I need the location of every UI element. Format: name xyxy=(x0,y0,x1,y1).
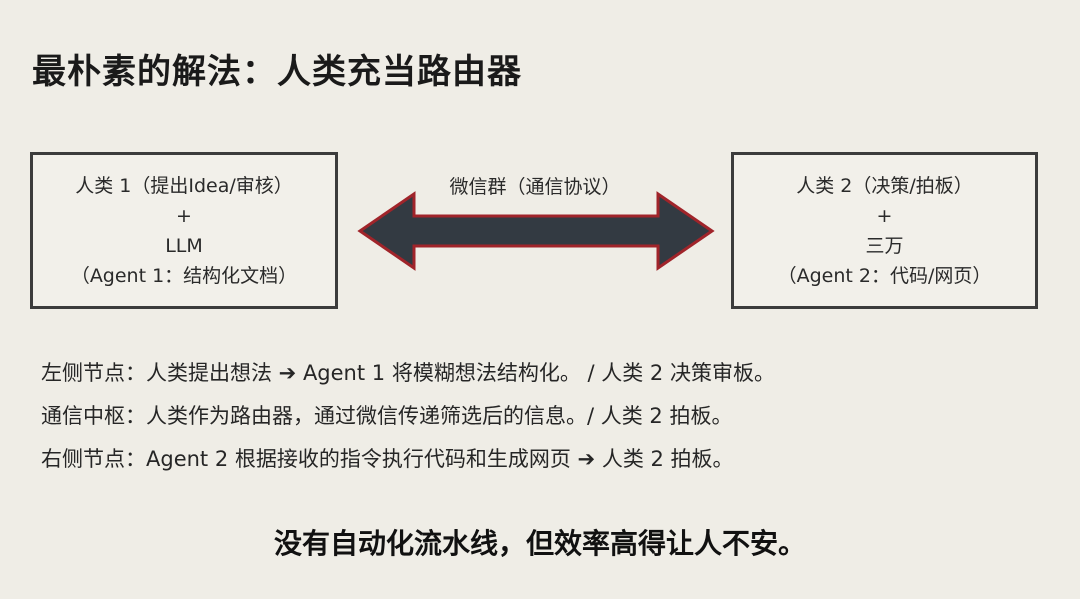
right-node-line-1: 人类 2（决策/拍板） xyxy=(796,174,973,197)
left-node-line-3: LLM xyxy=(165,234,203,257)
left-node-plus: + xyxy=(176,204,192,227)
bullet-list: 左侧节点：人类提出想法 ➔ Agent 1 将模糊想法结构化。 / 人类 2 决… xyxy=(41,352,1051,481)
right-node-line-4: （Agent 2：代码/网页） xyxy=(777,264,992,287)
slide-title: 最朴素的解法：人类充当路由器 xyxy=(32,52,522,92)
left-node-line-4: （Agent 1：结构化文档） xyxy=(70,264,298,287)
right-node-plus: + xyxy=(876,204,893,227)
bullet-communication-hub: 通信中枢：人类作为路由器，通过微信传递筛选后的信息。/ 人类 2 拍板。 xyxy=(41,404,733,428)
edge-label: 微信群（通信协议） xyxy=(449,176,621,198)
left-node-box: 人类 1（提出Idea/审核） + LLM （Agent 1：结构化文档） xyxy=(30,152,338,309)
bullet-left-node: 左侧节点：人类提出想法 ➔ Agent 1 将模糊想法结构化。 / 人类 2 决… xyxy=(41,361,775,385)
right-node-line-3: 三万 xyxy=(865,234,904,257)
left-node-line-1: 人类 1（提出Idea/审核） xyxy=(75,174,293,197)
conclusion-text: 没有自动化流水线，但效率高得让人不安。 xyxy=(273,527,806,560)
bidirectional-arrow-icon xyxy=(357,191,715,271)
bullet-right-node: 右侧节点：Agent 2 根据接收的指令执行代码和生成网页 ➔ 人类 2 拍板。 xyxy=(41,447,734,471)
right-node-box: 人类 2（决策/拍板） + 三万 （Agent 2：代码/网页） xyxy=(731,152,1038,309)
